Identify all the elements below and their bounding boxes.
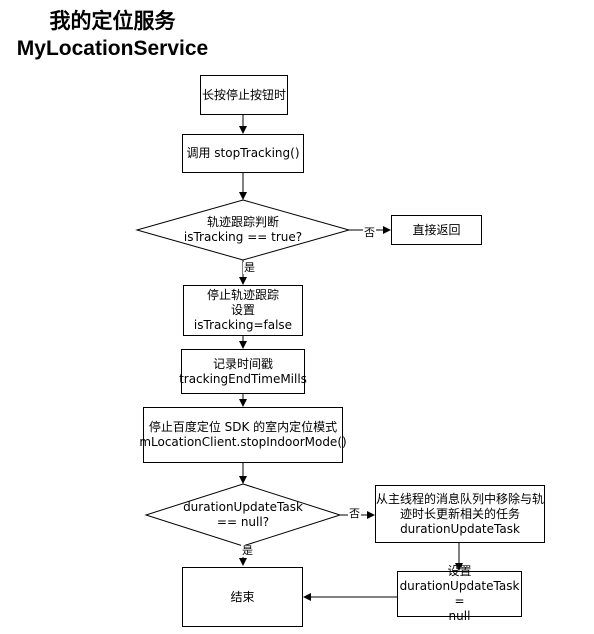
decision-diamond-tracking [135, 199, 351, 261]
stop-indoor-mode-node: 停止百度定位 SDK 的室内定位模式 mLocationClient.stopI… [139, 407, 347, 463]
call-stop-tracking-node: 调用 stopTracking() [182, 134, 304, 173]
tracking-decision-label: 轨迹跟踪判断 isTracking == true? [183, 215, 303, 244]
edge-label-no-1: 否 [363, 226, 376, 239]
edge-label-yes-1: 是 [243, 261, 256, 274]
diagram-title-chinese: 我的定位服务 [49, 9, 176, 33]
start-node: 长按停止按钮时 [200, 75, 288, 115]
return-directly-node: 直接返回 [391, 215, 482, 245]
diagram-title-english: MyLocationService [16, 37, 209, 60]
edge-label-yes-2: 是 [241, 544, 254, 557]
task-decision-label: durationUpdateTask == null? [183, 500, 303, 529]
edge-label-no-2: 否 [348, 507, 361, 520]
stop-tracking-node: 停止轨迹跟踪 设置 isTracking=false [183, 285, 303, 336]
set-null-node: 设置 durationUpdateTask = null [397, 564, 522, 623]
remove-task-node: 从主线程的消息队列中移除与轨 迹时长更新相关的任务 durationUpdate… [375, 485, 545, 543]
end-node: 结束 [182, 567, 303, 627]
record-timestamp-node: 记录时间戳 trackingEndTimeMills [179, 349, 307, 394]
